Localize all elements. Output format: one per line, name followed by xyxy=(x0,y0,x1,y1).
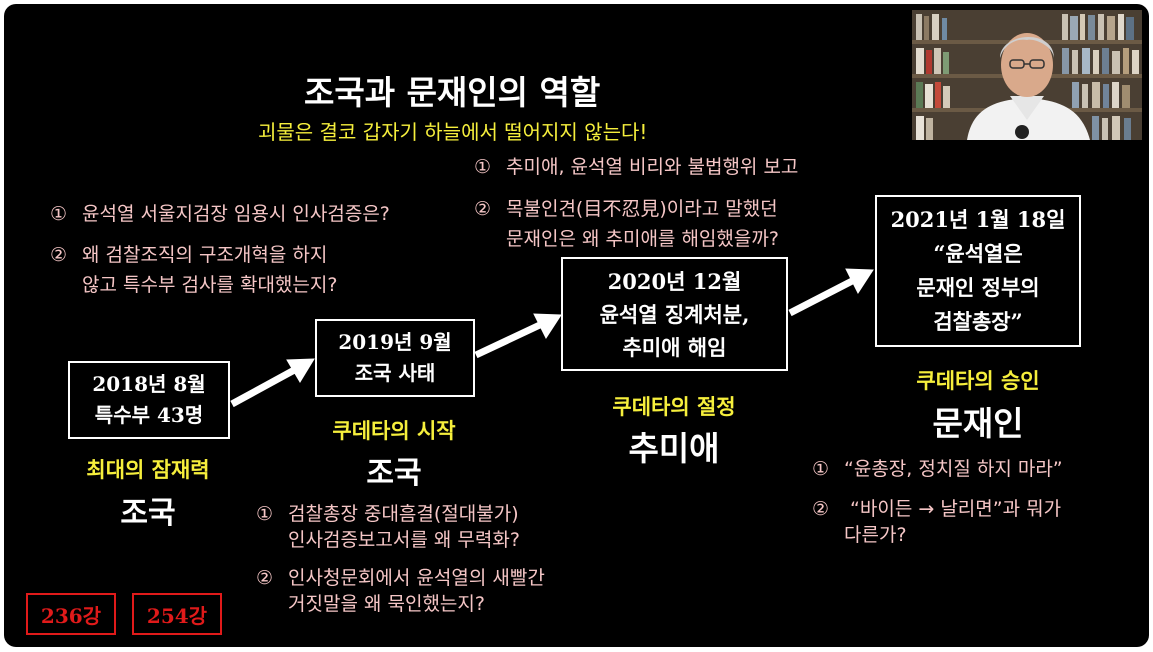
presenter xyxy=(967,33,1090,140)
arrow-1-head xyxy=(286,358,315,383)
arrow-2-head xyxy=(533,313,562,340)
timeline-box-2020: 2020년 12월 윤석열 징계처분, 추미애 해임 xyxy=(561,257,788,371)
slide-subtitle: 괴물은 결코 갑자기 하늘에서 떨어지지 않는다! xyxy=(258,120,648,144)
question-item: ② “바이든 → 날리면”과 뭐가 다른가? xyxy=(812,498,1062,546)
role-label-1: 최대의 잠재력 xyxy=(86,458,210,482)
arrow-1 xyxy=(230,364,300,408)
timeline-box-2018: 2018년 8월 특수부 43명 xyxy=(68,361,230,439)
lecture-badge-236: 236강 xyxy=(26,593,116,635)
timeline-box-2019: 2019년 9월 조국 사태 xyxy=(315,319,475,397)
timeline-box-2021: 2021년 1월 18일 “윤석열은 문재인 정부의 검찰총장” xyxy=(875,195,1081,347)
role-label-2: 쿠데타의 시작 xyxy=(332,419,456,443)
person-label-1: 조국 xyxy=(120,496,176,531)
role-label-4: 쿠데타의 승인 xyxy=(916,369,1040,393)
person-label-4: 문재인 xyxy=(932,404,1024,443)
lecture-badge-254: 254강 xyxy=(132,593,222,635)
presenter-webcam-icon xyxy=(912,10,1142,140)
question-list-right: ①“윤총장, 정치질 하지 마라” ② “바이든 → 날리면”과 뭐가 다른가? xyxy=(812,456,1063,548)
slide-title: 조국과 문재인의 역할 xyxy=(304,73,601,112)
presenter-webcam xyxy=(912,10,1142,140)
role-label-3: 쿠데타의 절정 xyxy=(612,395,736,419)
person-label-3: 추미애 xyxy=(628,429,720,468)
person-label-2: 조국 xyxy=(366,456,422,491)
question-item: ①“윤총장, 정치질 하지 마라” xyxy=(812,458,1063,480)
arrow-2 xyxy=(474,319,546,359)
arrow-3 xyxy=(788,275,858,317)
arrow-3-head xyxy=(845,268,874,295)
timeline-arrows xyxy=(230,268,874,408)
